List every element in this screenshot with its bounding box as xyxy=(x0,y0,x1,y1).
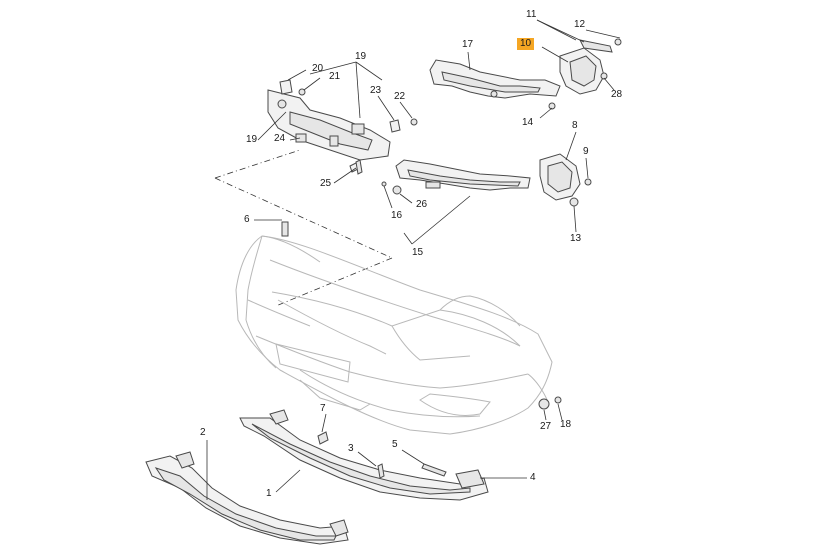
leader-lines xyxy=(206,19,621,500)
fasteners xyxy=(281,72,608,479)
lower-absorber xyxy=(145,451,349,545)
callout-6: 6 xyxy=(244,214,250,225)
callout-23: 23 xyxy=(370,85,382,96)
bumper-cover xyxy=(235,235,553,435)
callout-25: 25 xyxy=(320,178,332,189)
group-outline xyxy=(214,149,393,307)
reinforcement-bar xyxy=(239,409,489,501)
callout-26: 26 xyxy=(416,199,428,210)
callout-3: 3 xyxy=(348,443,354,454)
callout-24: 24 xyxy=(274,133,286,144)
callout-18: 18 xyxy=(560,419,572,430)
upper-right-long-bracket xyxy=(429,59,561,99)
callout-27: 27 xyxy=(540,421,552,432)
callout-5: 5 xyxy=(392,439,398,450)
callout-2: 2 xyxy=(200,427,206,438)
upper-left-bracket xyxy=(267,89,391,161)
callout-10-highlighted: 10 xyxy=(517,38,535,50)
callout-4: 4 xyxy=(530,472,536,483)
callout-15: 15 xyxy=(412,247,424,258)
callout-28: 28 xyxy=(611,89,623,100)
callout-16: 16 xyxy=(391,210,403,221)
callout-9: 9 xyxy=(583,146,589,157)
callout-19-left: 19 xyxy=(246,134,258,145)
callout-22: 22 xyxy=(394,91,406,102)
callout-1: 1 xyxy=(266,488,272,499)
callout-7: 7 xyxy=(320,403,326,414)
callout-8: 8 xyxy=(572,120,578,131)
side-bracket-8 xyxy=(539,153,581,201)
callout-19-top: 19 xyxy=(355,51,367,62)
callout-11: 11 xyxy=(526,9,537,20)
callout-17: 17 xyxy=(462,39,474,50)
middle-long-bracket xyxy=(395,159,531,191)
callout-21: 21 xyxy=(329,71,341,82)
headlamp-bracket-10 xyxy=(559,38,622,95)
callout-13: 13 xyxy=(570,233,582,244)
callout-12: 12 xyxy=(574,19,586,30)
callout-20: 20 xyxy=(312,63,324,74)
callout-14: 14 xyxy=(522,117,534,128)
